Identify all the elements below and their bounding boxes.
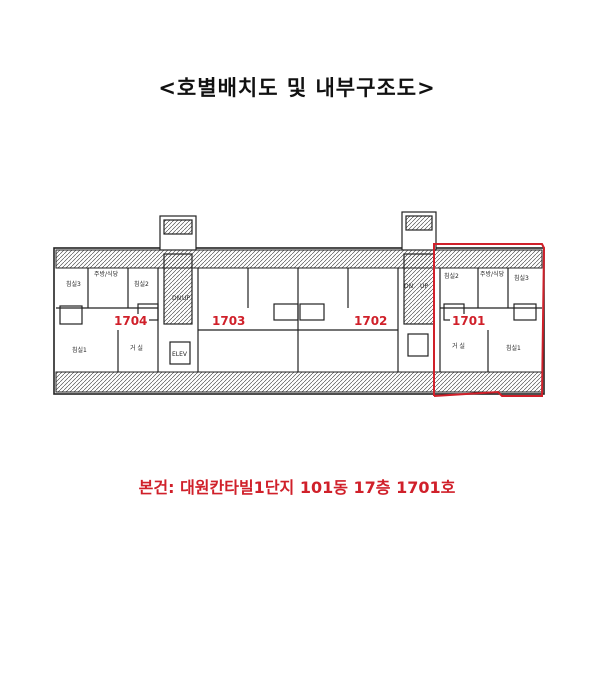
floor-plan-drawing: 침실3 주방/식당 침실2 침실1 거 실 ELEV DN UP DN UP 침… xyxy=(53,211,546,397)
unit-label-1703: 1703 xyxy=(210,314,248,328)
balcony-bottom xyxy=(55,371,543,393)
room-label-kitchen: 주방/식당 xyxy=(94,270,119,278)
stair-dn-label: DN xyxy=(172,295,181,302)
stair-core-left xyxy=(159,215,197,251)
page-title: <호별배치도 및 내부구조도> xyxy=(158,76,436,100)
floor-plan: 침실3 주방/식당 침실2 침실1 거 실 ELEV DN UP DN UP 침… xyxy=(48,210,552,406)
unit-1701-highlight xyxy=(433,243,546,397)
unit-label-1704: 1704 xyxy=(112,314,150,328)
unit-label-1701: 1701 xyxy=(450,314,488,328)
room-label-kitchen-1701: 주방/식당 xyxy=(480,270,505,278)
room-label-bedroom1: 침실1 xyxy=(72,346,87,354)
subject-caption: 본건: 대원칸타빌1단지 101동 17층 1701호 xyxy=(138,478,456,497)
room-labels: 침실3 주방/식당 침실2 침실1 거 실 ELEV DN UP DN UP 침… xyxy=(66,270,529,358)
room-label-bedroom3-1701: 침실3 xyxy=(514,274,529,282)
room-label-living: 거 실 xyxy=(130,344,143,352)
stair-up-label-right: UP xyxy=(420,283,428,290)
unit-label-1702: 1702 xyxy=(352,314,390,328)
room-label-bedroom2: 침실2 xyxy=(134,280,149,288)
room-label-bedroom2-1701: 침실2 xyxy=(444,272,459,280)
stair-up-label: UP xyxy=(182,295,190,302)
room-label-bedroom3: 침실3 xyxy=(66,280,81,288)
balcony-top xyxy=(55,249,543,269)
stair-dn-label-right: DN xyxy=(404,283,413,290)
elevator-label: ELEV xyxy=(172,351,188,358)
room-label-bedroom1-1701: 침실1 xyxy=(506,344,521,352)
stair-core-right xyxy=(401,211,437,251)
room-label-living-1701: 거 실 xyxy=(452,342,465,350)
partitions xyxy=(56,253,542,372)
